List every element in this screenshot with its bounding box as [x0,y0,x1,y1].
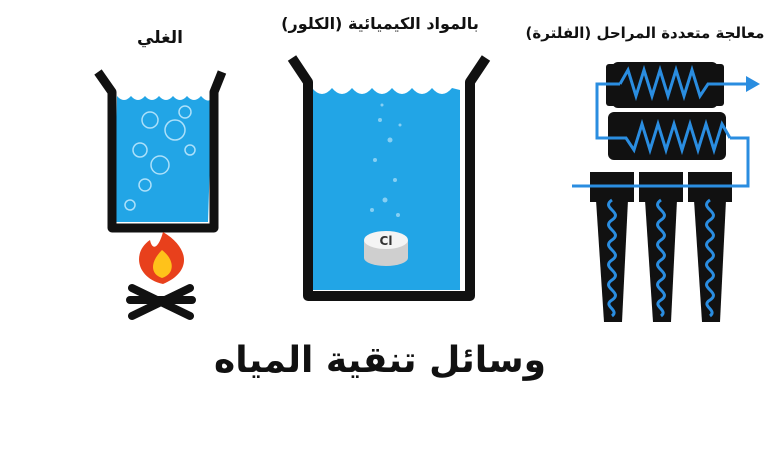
tablet-label: Cl [380,234,393,248]
label-boiling: الغلي [137,28,183,48]
firewood [126,284,196,320]
page-title: وسائل تنقية المياه [213,340,547,381]
water-flow-line [572,64,750,318]
bubbles [124,105,196,211]
label-chemicals: بالمواد الكيميائية (الكلور) [281,14,479,33]
dissolving-particles [370,103,402,217]
filter-system [572,62,760,322]
boiling-water [114,96,212,222]
boiling-pot [94,69,227,233]
fire [126,232,196,320]
arrow-right-icon [746,76,760,92]
chemical-pot: Cl [287,55,491,301]
chlorine-tablet: Cl [364,231,408,266]
water [312,88,460,290]
label-filtration: معالجة متعددة المراحل (الفلترة) [525,24,765,42]
